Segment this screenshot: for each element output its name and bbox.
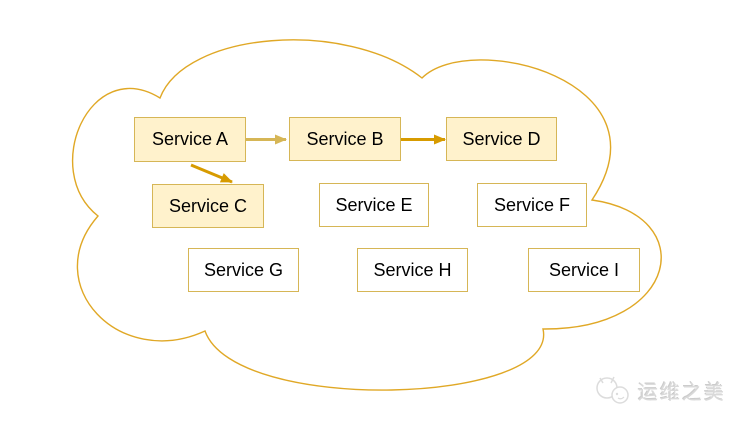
node-service-i-label: Service I bbox=[548, 259, 620, 280]
node-service-f: Service F bbox=[477, 183, 587, 227]
watermark: 运维之美 bbox=[594, 372, 726, 408]
node-service-b: Service B bbox=[289, 117, 401, 161]
node-service-f-label: Service F bbox=[493, 194, 571, 215]
node-service-h-label: Service H bbox=[373, 259, 452, 280]
node-service-d: Service D bbox=[446, 117, 557, 161]
node-service-e-label: Service E bbox=[335, 194, 413, 215]
node-service-c-label: Service C bbox=[168, 195, 248, 216]
edge-a-to-c bbox=[190, 163, 233, 184]
node-service-g-label: Service G bbox=[203, 259, 284, 280]
node-service-a-label: Service A bbox=[151, 129, 229, 149]
node-service-a: Service A bbox=[134, 117, 246, 162]
watermark-text: 运维之美 bbox=[638, 379, 726, 404]
node-service-g: Service G bbox=[188, 248, 299, 292]
node-service-c: Service C bbox=[152, 184, 264, 228]
node-service-h: Service H bbox=[357, 248, 468, 292]
node-service-i: Service I bbox=[528, 248, 640, 292]
node-service-e: Service E bbox=[319, 183, 429, 227]
node-service-d-label: Service D bbox=[462, 128, 541, 149]
watermark-faces-logo bbox=[596, 376, 629, 404]
node-service-b-label: Service B bbox=[306, 128, 384, 149]
